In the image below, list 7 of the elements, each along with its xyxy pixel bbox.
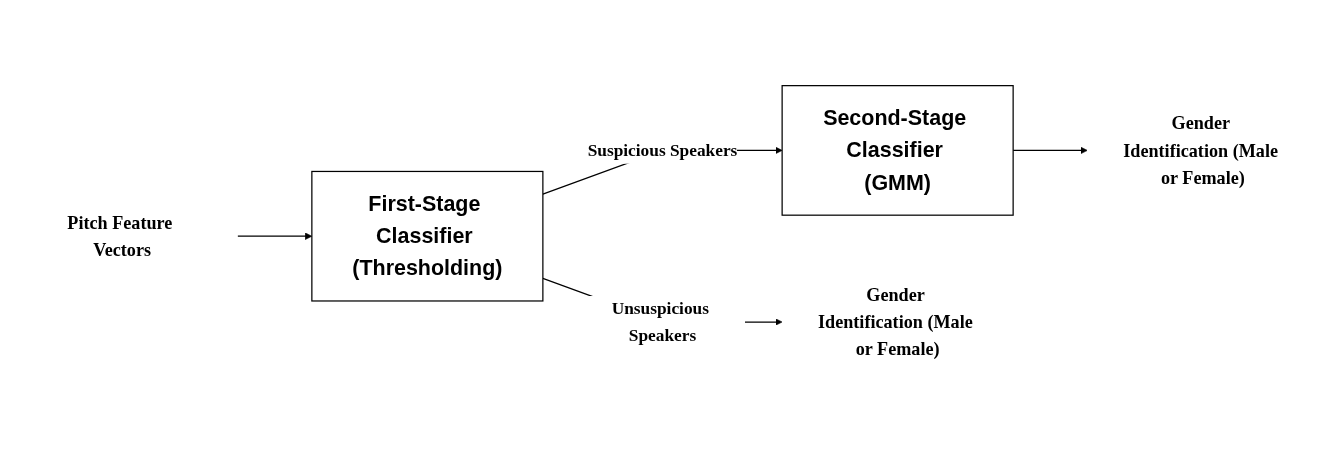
node-text: Gender Identification (Male or Female): [817, 284, 973, 360]
edge-label: Suspicious Speakers: [587, 139, 738, 160]
node-box: Second-Stage Classifier (GMM): [781, 85, 1014, 216]
node-text: Pitch Feature Vectors: [67, 212, 173, 261]
edge-label: Unsuspicious Speakers: [611, 298, 709, 345]
node-box: First-Stage Classifier (Thresholding): [311, 170, 544, 302]
node-text: Gender Identification (Male or Female): [1123, 112, 1279, 188]
